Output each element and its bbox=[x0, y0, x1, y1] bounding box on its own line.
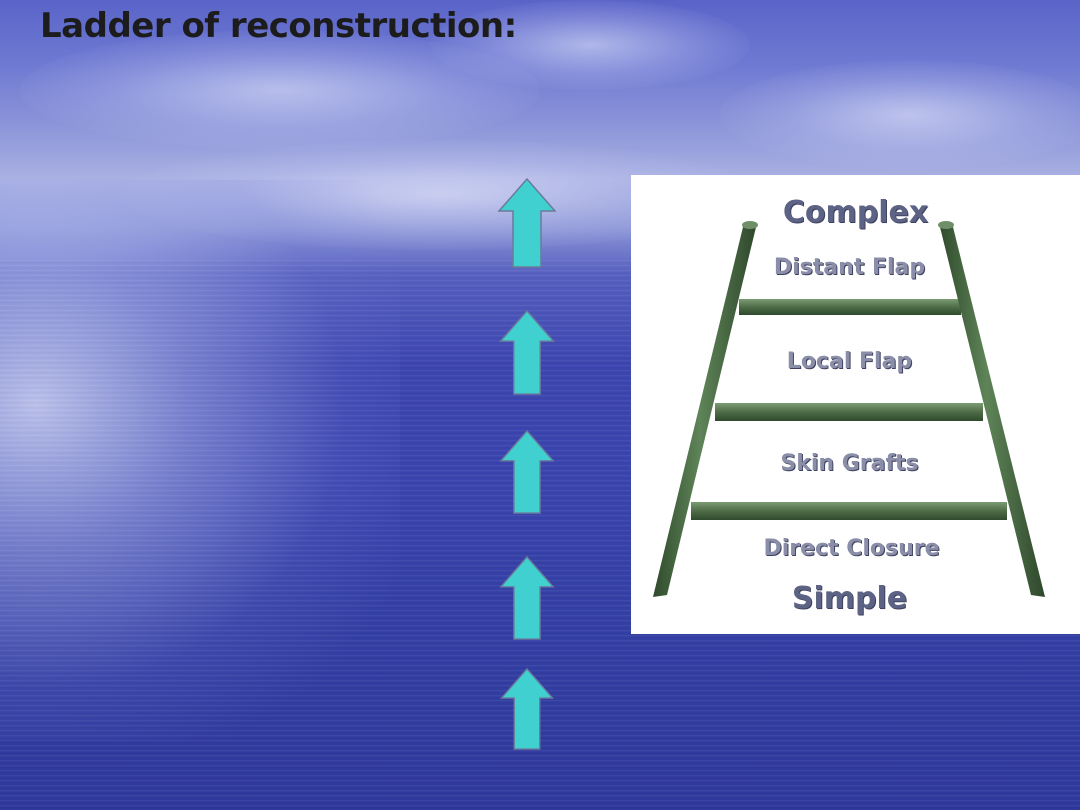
ladder-graphic bbox=[653, 221, 1045, 597]
up-arrow-icon bbox=[497, 178, 557, 268]
ladder-bottom-label: Simple bbox=[791, 581, 908, 616]
ladder-rail-cap bbox=[938, 221, 954, 229]
rung-label-distant-flap: Distant Flap bbox=[773, 255, 926, 280]
rung-label-local-flap: Local Flap bbox=[786, 349, 913, 374]
rung-label-direct-closure: Direct Closure bbox=[763, 536, 940, 561]
up-arrow-icon bbox=[499, 430, 555, 514]
ladder-rung bbox=[691, 502, 1007, 520]
cloud bbox=[20, 30, 540, 150]
ladder-rail-right bbox=[939, 223, 1045, 597]
ladder-top-label: Complex bbox=[782, 195, 929, 230]
ladder-rung bbox=[739, 299, 961, 315]
up-arrow-icon bbox=[499, 556, 555, 640]
slide-title: Ladder of reconstruction: bbox=[40, 6, 517, 46]
up-arrow-icon bbox=[499, 668, 555, 750]
up-arrow-icon bbox=[498, 310, 556, 395]
ladder-rung bbox=[715, 403, 983, 421]
horizon-glow bbox=[0, 180, 400, 740]
cloud bbox=[720, 60, 1080, 170]
ladder-diagram: Complex Distant Flap Local Flap Skin Gra… bbox=[631, 175, 1080, 634]
ladder-rail-cap bbox=[742, 221, 758, 229]
ladder-rail-left bbox=[653, 223, 757, 597]
rung-label-skin-grafts: Skin Grafts bbox=[780, 451, 919, 476]
